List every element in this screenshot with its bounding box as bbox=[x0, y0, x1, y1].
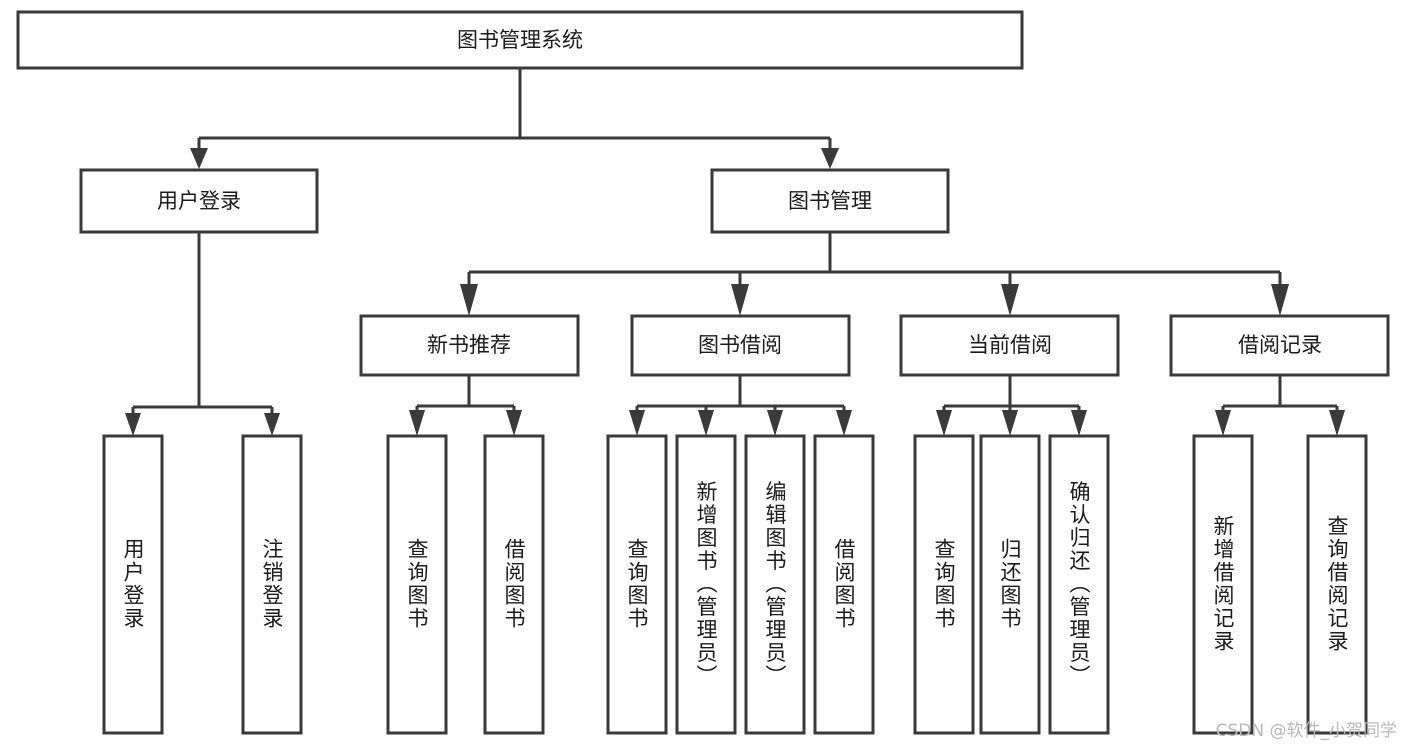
node-current-borrow[interactable]: 当前借阅 bbox=[899, 314, 1120, 377]
connector-group-book-borrow bbox=[629, 375, 852, 436]
node-book-management-label: 图书管理 bbox=[788, 189, 872, 213]
node-leaf-confirm-return[interactable]: 确认归还（管理员） bbox=[1048, 434, 1110, 735]
node-leaf-return-book[interactable]: 归还图书 bbox=[979, 434, 1041, 735]
node-leaf-query-record[interactable]: 查询借阅记录 bbox=[1306, 434, 1368, 735]
node-leaf-query-book-2-label: 查询图书 bbox=[625, 538, 649, 630]
arrowhead-leaf-borrow-book-1 bbox=[506, 410, 522, 436]
node-leaf-query-record-box[interactable] bbox=[1306, 434, 1368, 735]
node-leaf-query-book-1-box[interactable] bbox=[386, 434, 448, 735]
arrowhead-user-login bbox=[190, 148, 208, 169]
node-root[interactable]: 图书管理系统 bbox=[16, 10, 1024, 70]
node-book-borrow-label: 图书借阅 bbox=[698, 333, 782, 357]
node-book-management[interactable]: 图书管理 bbox=[710, 168, 950, 234]
node-book-management-box[interactable] bbox=[710, 168, 950, 234]
arrowhead-leaf-add-book bbox=[698, 410, 714, 436]
node-leaf-user-login[interactable]: 用户登录 bbox=[102, 434, 164, 735]
node-root-box[interactable] bbox=[16, 10, 1024, 70]
arrowhead-leaf-confirm-return bbox=[1071, 410, 1087, 436]
node-leaf-edit-book-box[interactable] bbox=[744, 434, 806, 735]
node-new-book-recommend-label: 新书推荐 bbox=[427, 333, 511, 357]
node-leaf-user-login-label: 用户登录 bbox=[121, 538, 145, 630]
node-leaf-confirm-return-label: 确认归还（管理员） bbox=[1067, 481, 1091, 688]
arrowhead-book-management bbox=[821, 148, 839, 169]
node-leaf-borrow-book-2-label: 借阅图书 bbox=[832, 538, 856, 630]
node-leaf-borrow-book-1[interactable]: 借阅图书 bbox=[483, 434, 545, 735]
arrowhead-leaf-borrow-book-2 bbox=[836, 410, 852, 436]
node-leaf-add-book-label: 新增图书（管理员） bbox=[694, 481, 718, 688]
node-leaf-borrow-book-2[interactable]: 借阅图书 bbox=[813, 434, 875, 735]
node-leaf-add-book-box[interactable] bbox=[675, 434, 737, 735]
node-leaf-query-book-2[interactable]: 查询图书 bbox=[606, 434, 668, 735]
connector-group-book-management bbox=[460, 232, 1289, 316]
node-leaf-query-book-3[interactable]: 查询图书 bbox=[913, 434, 975, 735]
node-new-book-recommend[interactable]: 新书推荐 bbox=[359, 314, 580, 377]
node-leaf-logout-box[interactable] bbox=[241, 434, 303, 735]
node-leaf-query-record-label: 查询借阅记录 bbox=[1325, 515, 1349, 653]
node-borrow-record-box[interactable] bbox=[1169, 314, 1390, 377]
connector-group-new-book-recommend bbox=[409, 375, 522, 436]
node-leaf-add-record[interactable]: 新增借阅记录 bbox=[1192, 434, 1254, 735]
node-leaf-edit-book-label: 编辑图书（管理员） bbox=[763, 481, 787, 688]
node-leaf-edit-book[interactable]: 编辑图书（管理员） bbox=[744, 434, 806, 735]
arrowhead-book-borrow bbox=[731, 284, 749, 316]
node-leaf-add-record-label: 新增借阅记录 bbox=[1211, 515, 1235, 653]
node-leaf-logout[interactable]: 注销登录 bbox=[241, 434, 303, 735]
arrowhead-leaf-query-record bbox=[1329, 410, 1345, 436]
node-borrow-record-label: 借阅记录 bbox=[1238, 333, 1322, 357]
node-user-login-box[interactable] bbox=[79, 168, 319, 234]
connector-group-user-login bbox=[125, 232, 280, 436]
node-leaf-return-book-label: 归还图书 bbox=[998, 538, 1022, 630]
node-user-login-label: 用户登录 bbox=[157, 189, 241, 213]
arrowhead-current-borrow bbox=[1001, 284, 1019, 316]
node-leaf-add-record-box[interactable] bbox=[1192, 434, 1254, 735]
node-leaf-query-book-3-label: 查询图书 bbox=[932, 538, 956, 630]
arrowhead-leaf-edit-book bbox=[767, 410, 783, 436]
node-book-borrow-box[interactable] bbox=[630, 314, 851, 377]
arrowhead-borrow-record bbox=[1271, 284, 1289, 316]
node-borrow-record[interactable]: 借阅记录 bbox=[1169, 314, 1390, 377]
arrowhead-leaf-query-book-1 bbox=[409, 410, 425, 436]
node-leaf-confirm-return-box[interactable] bbox=[1048, 434, 1110, 735]
node-leaf-borrow-book-1-box[interactable] bbox=[483, 434, 545, 735]
arrowhead-leaf-add-record bbox=[1215, 410, 1231, 436]
node-leaf-return-book-box[interactable] bbox=[979, 434, 1041, 735]
node-leaf-query-book-1-label: 查询图书 bbox=[405, 538, 429, 630]
arrowhead-leaf-return-book bbox=[1002, 410, 1018, 436]
node-book-borrow[interactable]: 图书借阅 bbox=[630, 314, 851, 377]
node-leaf-add-book[interactable]: 新增图书（管理员） bbox=[675, 434, 737, 735]
connector-group-current-borrow bbox=[936, 375, 1087, 436]
arrowhead-new-book-recommend bbox=[460, 284, 478, 316]
node-user-login[interactable]: 用户登录 bbox=[79, 168, 319, 234]
arrowhead-leaf-logout bbox=[264, 413, 280, 436]
arrowhead-leaf-query-book-2 bbox=[629, 410, 645, 436]
arrowhead-leaf-query-book-3 bbox=[936, 410, 952, 436]
node-current-borrow-box[interactable] bbox=[899, 314, 1120, 377]
node-leaf-borrow-book-2-box[interactable] bbox=[813, 434, 875, 735]
connector-group-root bbox=[190, 68, 839, 169]
node-leaf-borrow-book-1-label: 借阅图书 bbox=[502, 538, 526, 630]
node-leaf-query-book-1[interactable]: 查询图书 bbox=[386, 434, 448, 735]
node-leaf-user-login-box[interactable] bbox=[102, 434, 164, 735]
node-leaf-query-book-2-box[interactable] bbox=[606, 434, 668, 735]
node-current-borrow-label: 当前借阅 bbox=[968, 333, 1052, 357]
node-root-label: 图书管理系统 bbox=[457, 28, 583, 52]
node-leaf-query-book-3-box[interactable] bbox=[913, 434, 975, 735]
connector-group-borrow-record bbox=[1215, 375, 1345, 436]
node-new-book-recommend-box[interactable] bbox=[359, 314, 580, 377]
arrowhead-leaf-user-login bbox=[125, 413, 141, 436]
node-leaf-logout-label: 注销登录 bbox=[260, 538, 284, 630]
